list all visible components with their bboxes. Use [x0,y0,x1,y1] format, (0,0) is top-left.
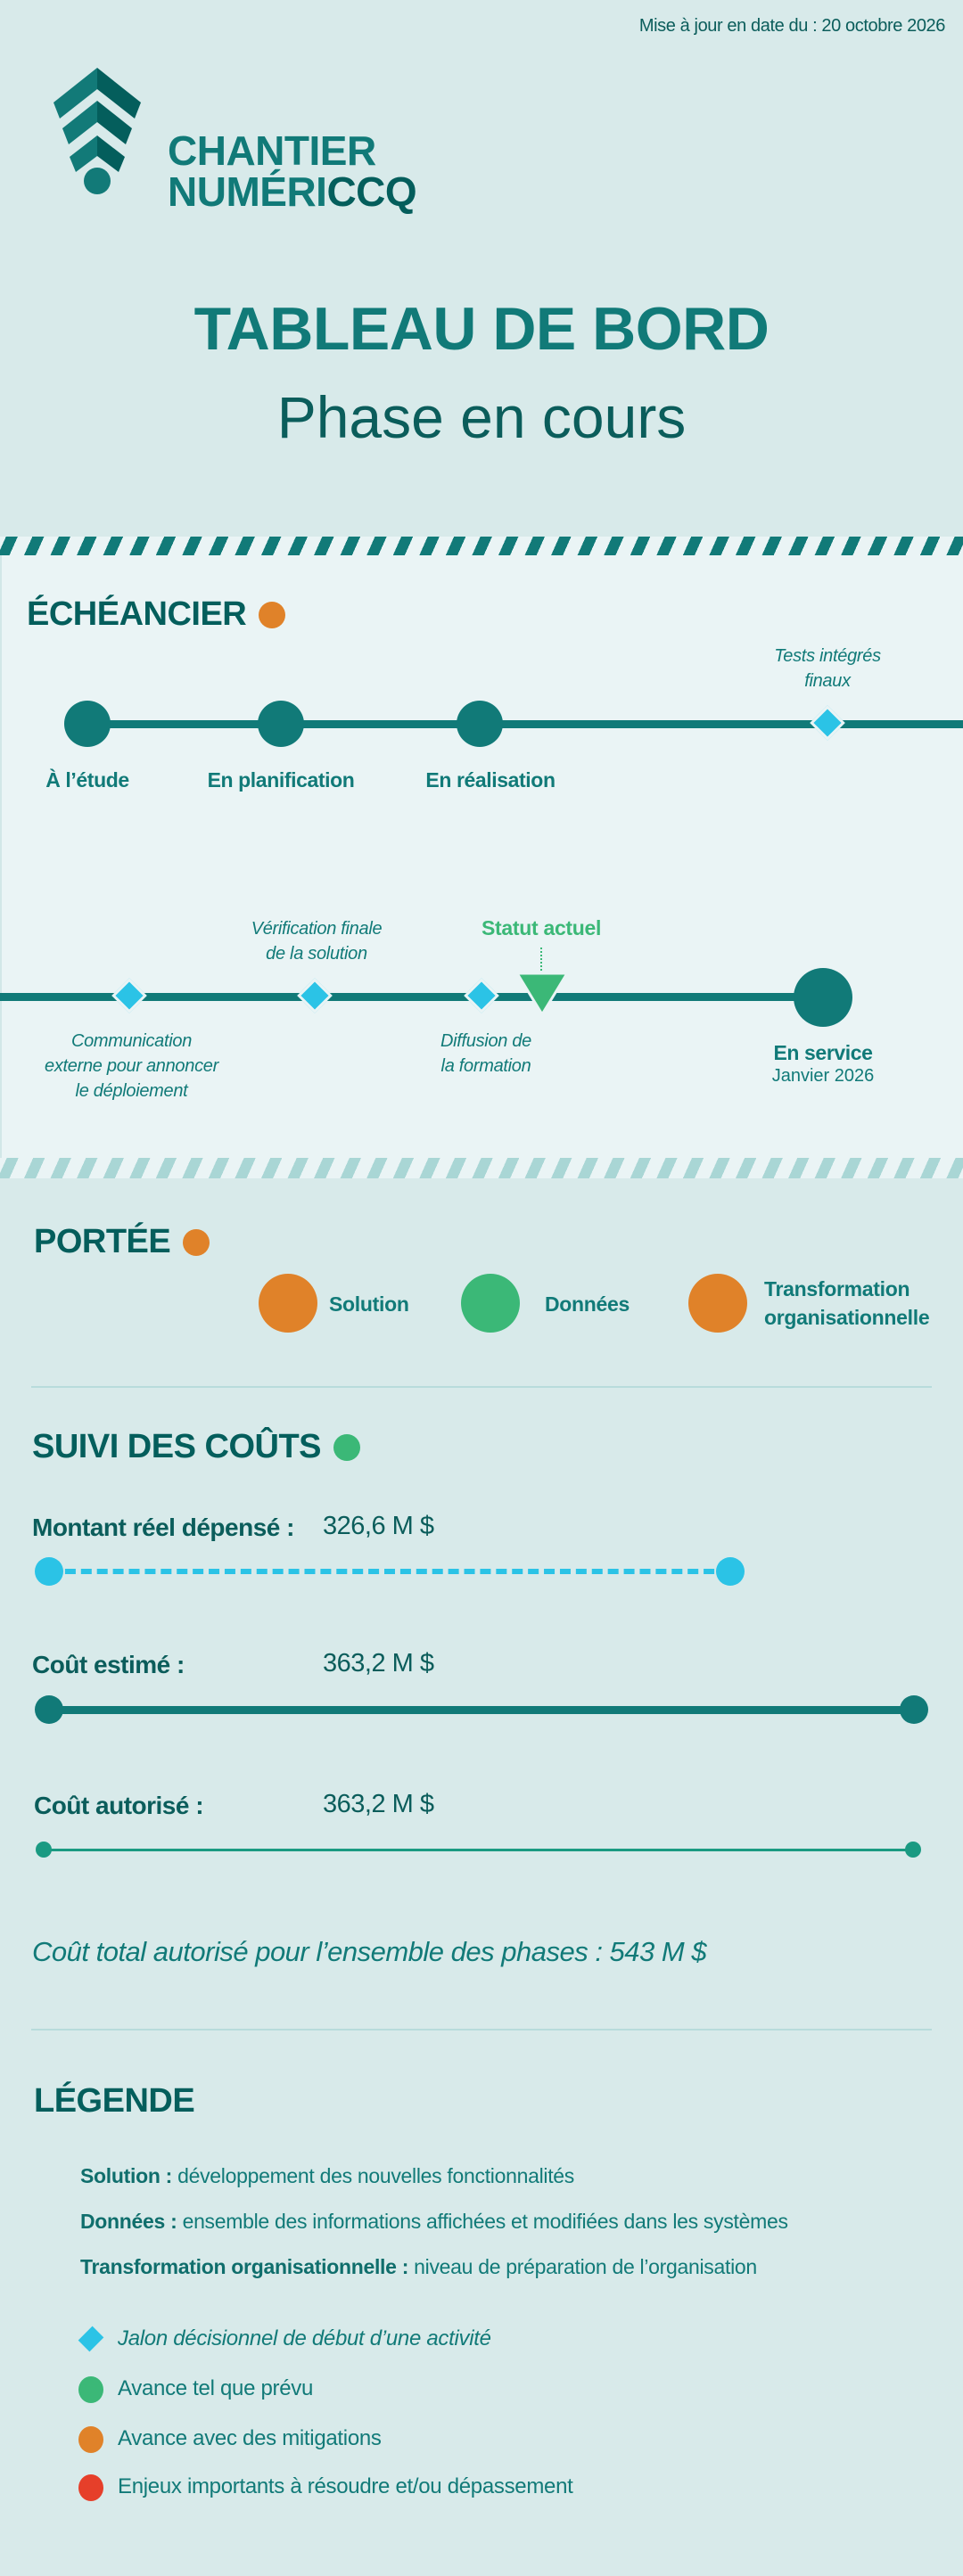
costs-section-title: SUIVI DES COÛTS [32,1428,360,1466]
stripe-divider-top [0,537,963,555]
in-service-date: Janvier 2026 [771,1066,875,1086]
phase-circle-planning-icon [258,701,304,747]
legend-definition-org-transformation: Transformation organisationnelle : nivea… [80,2255,757,2279]
phase-label-in-service: En service [773,1041,873,1064]
scope-section-title: PORTÉE [34,1223,210,1261]
legend-section-title: LÉGENDE [34,2082,195,2121]
legend-title-text: LÉGENDE [34,2082,195,2120]
legend-term: Données : [80,2210,177,2233]
legend-term: Solution : [80,2164,173,2187]
milestone-label-line: Diffusion de [440,1031,531,1051]
cost-bar-actual [49,1569,730,1574]
milestone-label-integrated-tests: Tests intégrés finaux [738,644,917,693]
section-divider [31,2029,932,2030]
cost-value-authorized: 363,2 M $ [323,1790,434,1818]
legend-term-description: ensemble des informations affichées et m… [177,2210,788,2233]
timeline-line-row2 [0,993,823,1001]
scope-data-dot-icon [461,1274,520,1333]
current-status-triangle-icon [514,972,570,1017]
milestone-label-line: Tests intégrés [774,646,881,666]
phase-circle-in-service-icon [794,968,852,1027]
cost-bar-end-dot-icon [900,1695,928,1724]
phase-label-realisation: En réalisation [425,768,556,792]
phase-label-planning: En planification [207,768,355,792]
brand-name: CHANTIER NUMÉRICCQ [168,127,417,215]
page-title: TABLEAU DE BORD [193,295,770,363]
update-date: Mise à jour en date du : 20 octobre 2026 [638,16,946,36]
timeline-line-row1 [87,720,963,728]
milestone-label-final-verification: Vérification finale de la solution [205,916,428,966]
cost-value-actual: 326,6 M $ [323,1512,434,1540]
cost-label-authorized: Coût autorisé : [34,1792,204,1819]
phase-circle-study-icon [64,701,111,747]
cost-bar-start-dot-icon [35,1557,63,1586]
cost-label-estimated: Coût estimé : [32,1651,185,1678]
brand-line-1: CHANTIER [168,127,376,174]
section-divider [31,1386,932,1388]
cost-bar-authorized [45,1849,914,1851]
current-status-pointer [540,948,542,971]
milestone-label-line: Communication [70,1031,193,1051]
schedule-section-title: ÉCHÉANCIER [27,595,286,634]
cost-bar-estimated [49,1706,914,1714]
legend-term-description: niveau de préparation de l’organisation [408,2255,757,2278]
milestone-label-line: externe pour annoncer [45,1056,218,1076]
schedule-title-text: ÉCHÉANCIER [27,595,247,633]
cost-label-actual: Montant réel dépensé : [32,1514,294,1541]
milestone-label-line: le déploiement [75,1081,188,1101]
page-subtitle: Phase en cours [276,384,687,450]
legend-symbol-on-track: Avance tel que prévu [118,2376,314,2400]
stripe-divider-bottom [0,1158,963,1178]
legend-orange-dot-icon [78,2426,103,2453]
milestone-label-line: de la solution [266,944,367,964]
milestone-label-line: Vérification finale [251,919,383,939]
milestone-label-training: Diffusion de la formation [401,1029,571,1079]
legend-green-dot-icon [78,2376,103,2403]
schedule-status-dot-icon [259,601,286,628]
milestone-label-line: la formation [440,1056,531,1076]
total-authorized-cost: Coût total autorisé pour l’ensemble des … [32,1936,707,1967]
scope-label-line: Transformation [764,1277,910,1300]
schedule-panel [0,555,963,1158]
cost-bar-start-dot-icon [35,1695,63,1724]
brand-ccq: CCQ [326,168,417,215]
legend-definition-solution: Solution : développement des nouvelles f… [80,2164,574,2188]
scope-org-transformation-dot-icon [688,1274,747,1333]
costs-title-text: SUIVI DES COÛTS [32,1428,322,1465]
milestone-label-external-communication: Communication externe pour annoncer le d… [18,1029,245,1103]
chantier-logo-icon [54,68,141,195]
brand-numeri: NUMÉRI [168,168,327,215]
cost-bar-end-dot-icon [905,1842,921,1858]
scope-label-solution: Solution [329,1292,409,1316]
cost-bar-end-dot-icon [716,1557,745,1586]
legend-symbol-milestone: Jalon décisionnel de début d’une activit… [118,2326,491,2350]
costs-status-dot-icon [333,1433,360,1461]
scope-status-dot-icon [183,1228,210,1256]
legend-symbol-mitigations: Avance avec des mitigations [118,2426,382,2450]
phase-label-study: À l’étude [45,768,129,792]
legend-red-dot-icon [78,2474,103,2501]
scope-title-text: PORTÉE [34,1223,171,1260]
scope-label-line: organisationnelle [764,1306,930,1329]
legend-term-description: développement des nouvelles fonctionnali… [172,2164,574,2187]
phase-circle-realisation-icon [457,701,503,747]
cost-bar-start-dot-icon [36,1842,52,1858]
legend-definition-data: Données : ensemble des informations affi… [80,2210,788,2234]
brand-line-2: NUMÉRICCQ [168,168,417,215]
legend-term: Transformation organisationnelle : [80,2255,409,2278]
scope-solution-dot-icon [259,1274,317,1333]
milestone-label-line: finaux [804,671,851,691]
scope-label-org-transformation: Transformation organisationnelle [764,1275,930,1332]
legend-milestone-diamond-icon [78,2326,104,2352]
current-status-label: Statut actuel [482,916,602,939]
cost-value-estimated: 363,2 M $ [323,1649,434,1678]
legend-symbol-major-issues: Enjeux importants à résoudre et/ou dépas… [118,2474,573,2498]
scope-label-data: Données [545,1292,630,1316]
